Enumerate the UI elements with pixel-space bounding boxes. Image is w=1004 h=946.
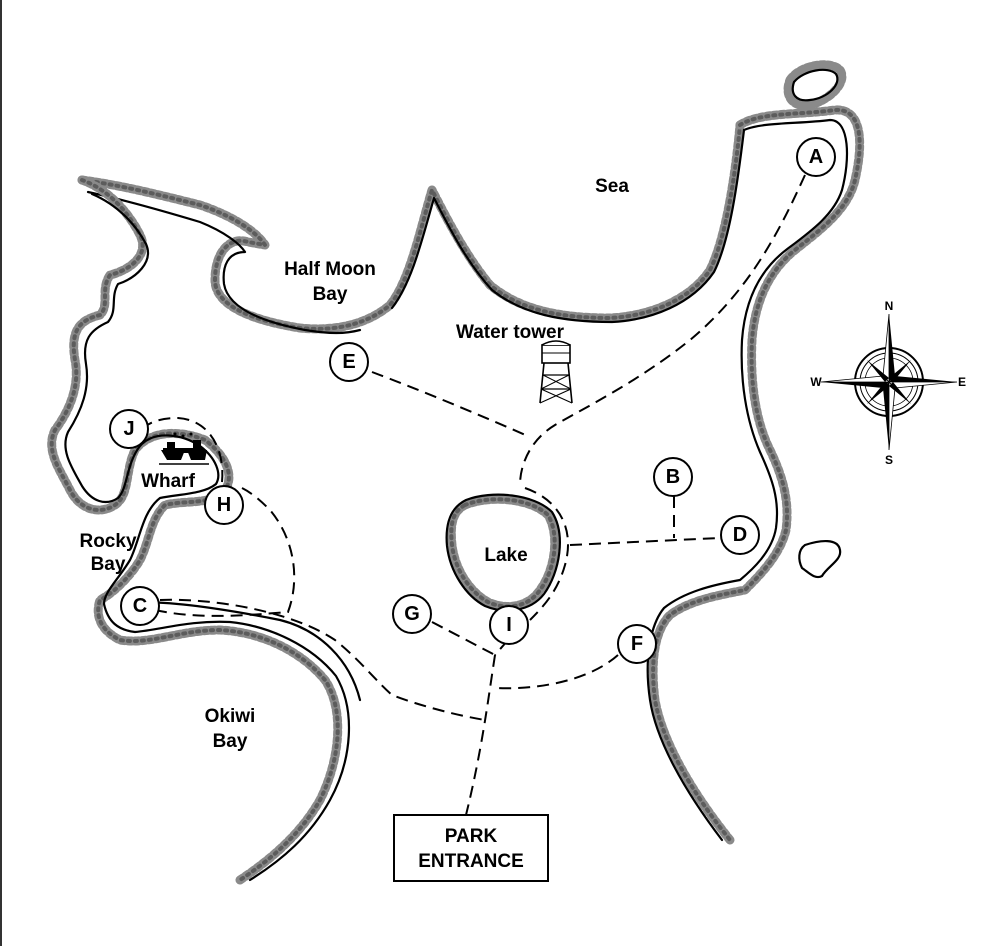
svg-text:C: C: [133, 595, 147, 617]
svg-text:G: G: [404, 603, 420, 625]
marker-f: F: [617, 624, 657, 664]
trails: [139, 174, 806, 816]
half-moon-bay-label-line1: Half Moon: [284, 259, 376, 280]
wharf-label: Wharf: [141, 471, 196, 492]
rocky-bay-label-line1: Rocky: [79, 531, 136, 552]
svg-text:F: F: [631, 633, 643, 655]
marker-g: G: [392, 594, 432, 634]
marker-d: D: [720, 515, 760, 555]
water-tower-icon: [539, 340, 573, 404]
compass-rose-icon: [820, 313, 958, 451]
marker-j: J: [109, 409, 149, 449]
boats-icon: [159, 432, 209, 465]
water-tower-label: Water tower: [456, 322, 565, 343]
marker-e: E: [329, 342, 369, 382]
marker-a: A: [796, 137, 836, 177]
okiwi-bay-label-line1: Okiwi: [205, 706, 256, 727]
lake: [445, 493, 561, 612]
park-entrance-line1: PARK: [445, 826, 498, 847]
svg-text:J: J: [123, 418, 134, 440]
lake-label: Lake: [484, 545, 527, 566]
compass-east-label: E: [958, 375, 966, 389]
marker-b: B: [653, 457, 693, 497]
svg-text:A: A: [809, 146, 823, 168]
park-entrance-line2: ENTRANCE: [418, 851, 524, 872]
okiwi-bay-label-line2: Bay: [213, 731, 248, 752]
park-entrance: PARK ENTRANCE: [393, 814, 549, 882]
svg-text:I: I: [506, 614, 512, 636]
marker-h: H: [204, 485, 244, 525]
compass-south-label: S: [885, 453, 893, 467]
marker-c: C: [120, 586, 160, 626]
svg-text:D: D: [733, 524, 747, 546]
rocky-bay-label-line2: Bay: [91, 554, 126, 575]
half-moon-bay-label-line2: Bay: [313, 284, 348, 305]
svg-text:H: H: [217, 494, 231, 516]
sea-label: Sea: [595, 176, 629, 197]
svg-text:E: E: [342, 351, 355, 373]
svg-text:B: B: [666, 466, 680, 488]
compass-north-label: N: [885, 299, 894, 313]
marker-i: I: [489, 605, 529, 645]
compass-west-label: W: [810, 375, 822, 389]
